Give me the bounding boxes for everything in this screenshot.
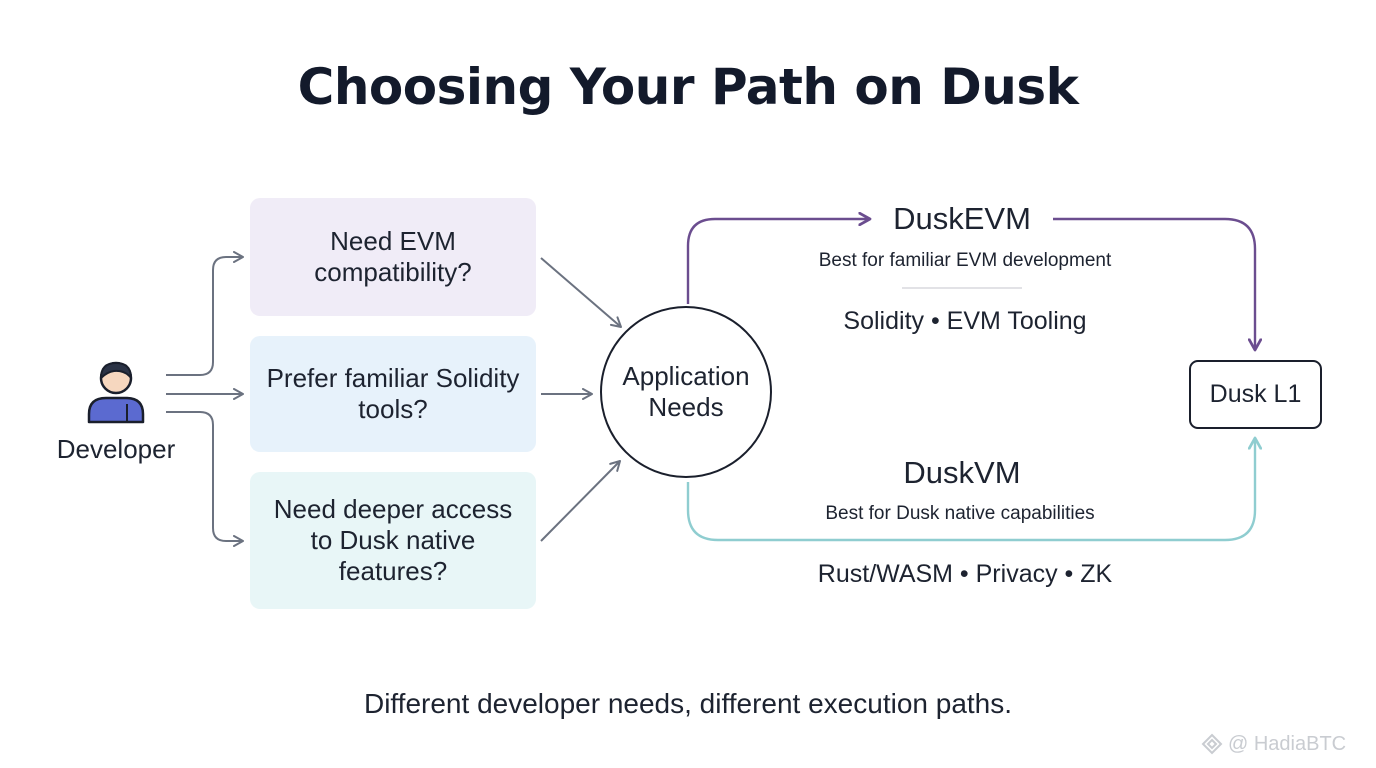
question-evm-compatibility: Need EVM compatibility? xyxy=(250,198,536,316)
watermark: @ HadiaBTC xyxy=(1200,732,1370,756)
application-needs-node: Application Needs xyxy=(600,306,772,478)
diagram-title: Choosing Your Path on Dusk xyxy=(297,58,1079,116)
duskvm-subtitle: Best for Dusk native capabilities xyxy=(825,503,1095,524)
duskvm-path-line xyxy=(686,438,1255,542)
duskvm-tags: Rust/WASM • Privacy • ZK xyxy=(817,560,1113,588)
question-native-features: Need deeper access to Dusk native featur… xyxy=(250,472,536,609)
duskevm-subtitle: Best for familiar EVM development xyxy=(818,250,1112,271)
duskvm-title: DuskVM xyxy=(903,455,1021,490)
diagram-caption: Different developer needs, different exe… xyxy=(363,688,1013,719)
developer-to-question-3-connector xyxy=(166,411,244,547)
question-solidity-tools: Prefer familiar Solidity tools? xyxy=(250,336,536,452)
duskevm-to-l1-line xyxy=(1053,217,1255,350)
dusk-l1-node: Dusk L1 xyxy=(1189,360,1322,429)
watermark-text: @ HadiaBTC xyxy=(1228,732,1347,755)
developer-label: Developer xyxy=(56,434,176,464)
duskevm-title: DuskEVM xyxy=(893,201,1031,236)
developer-person-icon xyxy=(87,361,145,424)
watermark-logo-icon xyxy=(1201,733,1223,755)
duskevm-path-line xyxy=(686,219,870,304)
duskevm-tags: Solidity • EVM Tooling xyxy=(843,307,1087,335)
question-3-to-hub-connector xyxy=(540,460,621,542)
developer-to-question-1-connector xyxy=(166,251,244,376)
question-1-to-hub-connector xyxy=(540,257,622,328)
